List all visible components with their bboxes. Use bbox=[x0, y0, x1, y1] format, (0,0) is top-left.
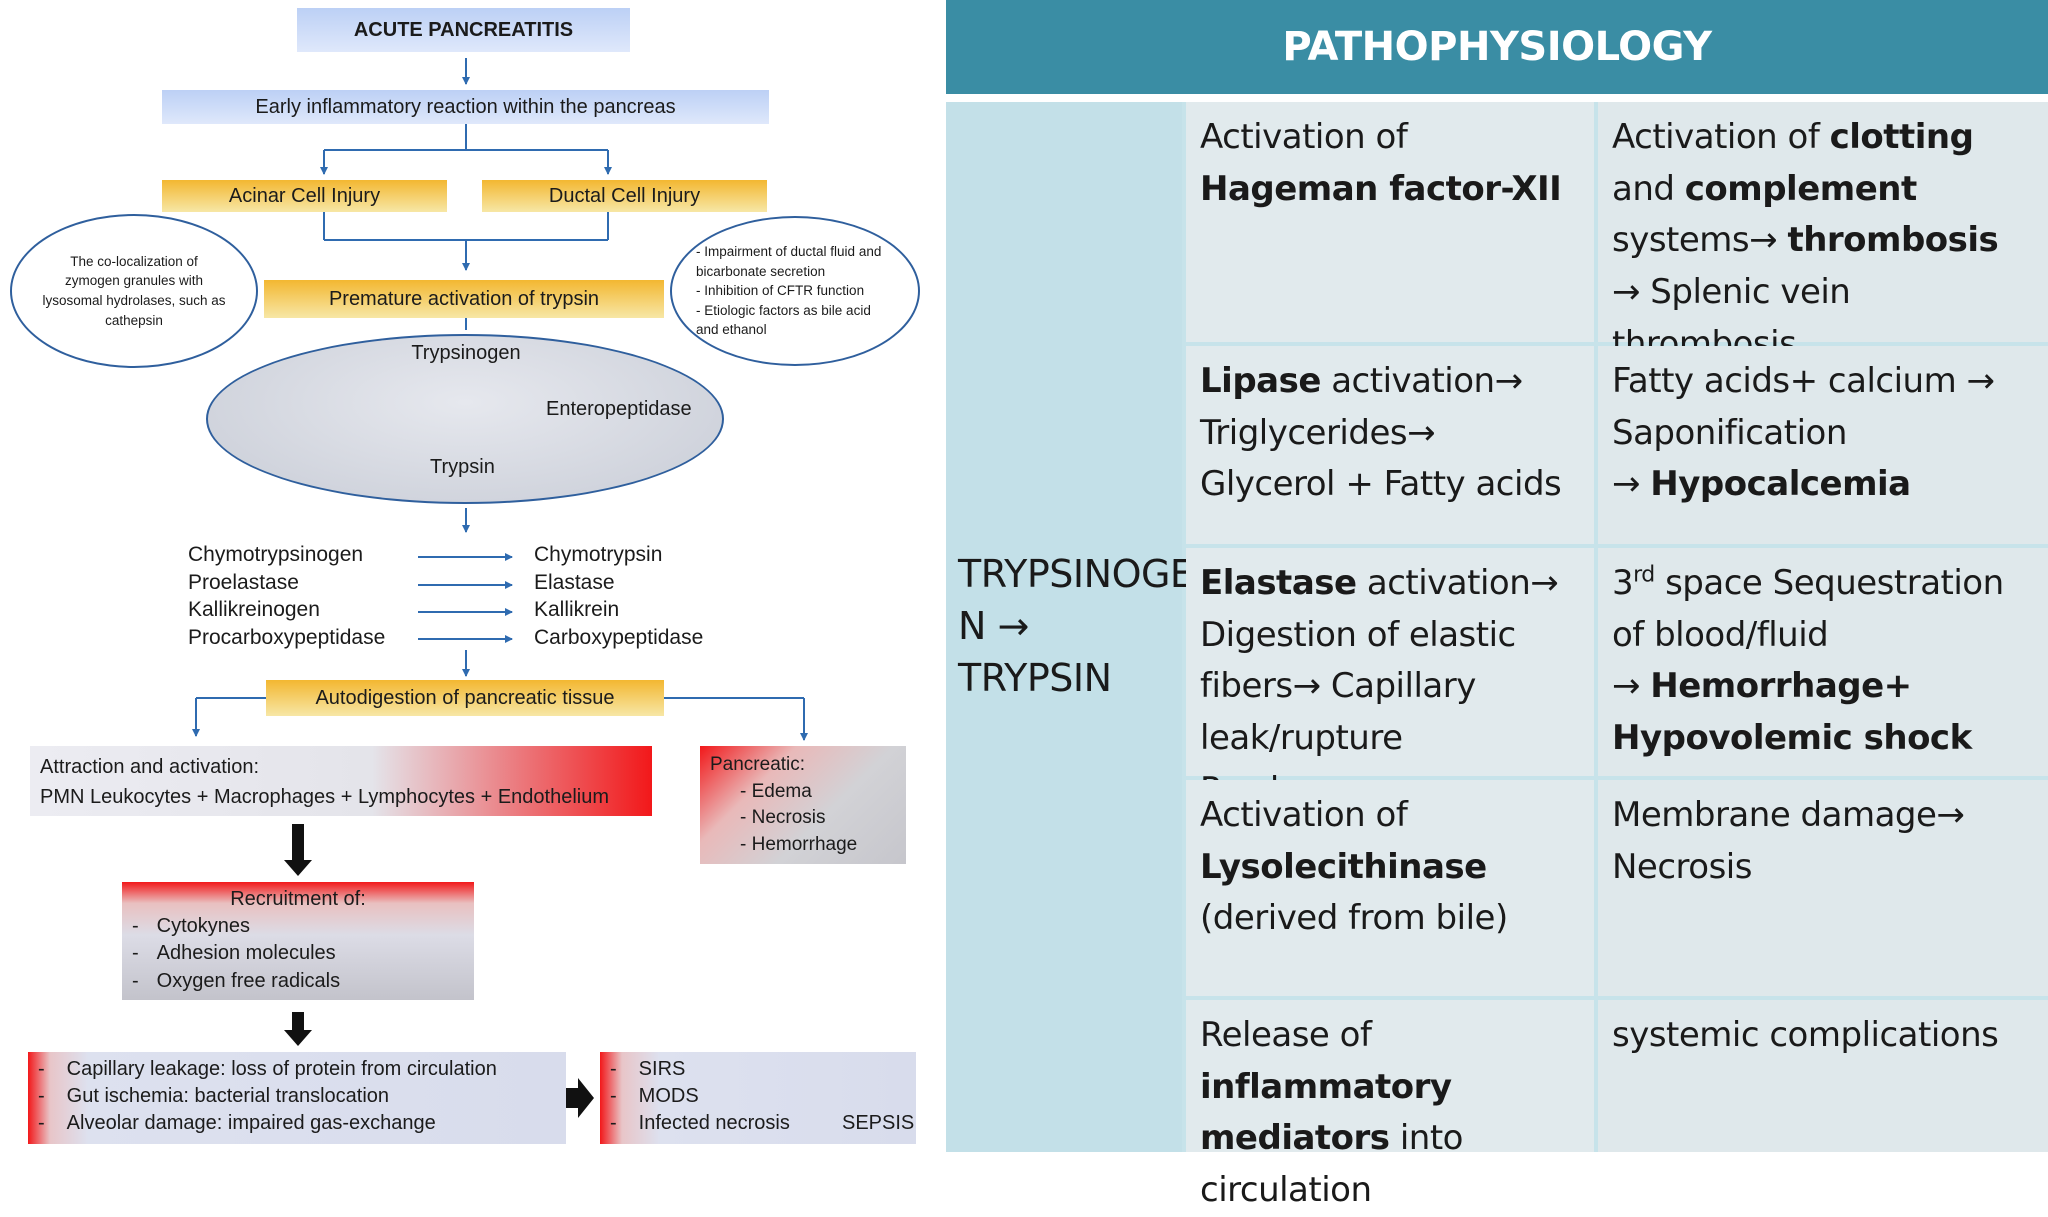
pancreatic-box: Pancreatic: Edema Necrosis Hemorrhage bbox=[700, 746, 906, 864]
slide: ACUTE PANCREATITIS Early inflammatory re… bbox=[0, 0, 2048, 1152]
pancreatic-title: Pancreatic: bbox=[710, 754, 806, 775]
mechanism-cell: Elastase activation→ Digestion of elasti… bbox=[1186, 548, 1594, 810]
cell-text-segment: systemic complications bbox=[1612, 1015, 1999, 1055]
systemic-item: SIRS bbox=[638, 1058, 686, 1080]
cell-text-segment: activation→ Digestion of elastic fibers→… bbox=[1200, 563, 1559, 810]
recruitment-item: Cytokynes bbox=[156, 915, 251, 938]
cell-text-segment: space Sequestration of blood/fluid→ bbox=[1612, 563, 2004, 707]
cell-text-segment: 3 bbox=[1612, 563, 1634, 603]
colocalization-oval: The co-localization of zymogen granules … bbox=[10, 214, 258, 368]
cell-text-segment: clotting bbox=[1829, 117, 1974, 157]
systemic-item: Infected necrosis bbox=[638, 1111, 790, 1134]
cell-text-segment: Lysolecithinase bbox=[1200, 846, 1487, 887]
recruitment-title: Recruitment of: bbox=[230, 888, 366, 910]
recruitment-box: Recruitment of: -Cytokynes -Adhesion mol… bbox=[122, 882, 474, 1000]
effect-cell: systemic complications bbox=[1598, 1000, 2048, 1152]
complication-item: Alveolar damage: impaired gas-exchange bbox=[66, 1111, 436, 1134]
recruitment-item: Adhesion molecules bbox=[156, 942, 336, 965]
acinar-cell-injury-box: Acinar Cell Injury bbox=[162, 180, 447, 212]
trypsin-activation-ellipse bbox=[206, 334, 724, 504]
colocalization-text: The co-localization of zymogen granules … bbox=[42, 253, 226, 328]
cell-text-segment: Hemorrhage+ Hypovolemic shock bbox=[1612, 666, 1972, 759]
table-header-text: PATHOPHYSIOLOGY bbox=[1282, 24, 1712, 70]
cell-text-segment: Hageman factor-XII bbox=[1200, 168, 1562, 209]
ductal-factors-oval: - Impairment of ductal fluid and bicarbo… bbox=[670, 216, 920, 366]
cell-text-segment: activation→ Triglycerides→ Glycerol + Fa… bbox=[1200, 361, 1562, 505]
sepsis-label: SEPSIS bbox=[842, 1112, 915, 1134]
effect-cell: Membrane damage→ Necrosis bbox=[1598, 780, 2048, 996]
trypsinogen-label-cell: TRYPSINOGE N → TRYPSIN bbox=[946, 102, 1194, 1152]
systemic-box: -SIRS -MODS -Infected necrosis bbox=[600, 1052, 916, 1144]
cell-text-segment: Release of bbox=[1200, 1015, 1372, 1055]
pancreatic-item: Necrosis bbox=[740, 805, 896, 832]
early-inflammatory-box: Early inflammatory reaction within the p… bbox=[162, 90, 769, 124]
trypsinogen-label: Trypsinogen bbox=[411, 342, 521, 364]
cell-text-segment: Lipase bbox=[1200, 361, 1321, 401]
pancreatic-item: Hemorrhage bbox=[740, 832, 896, 859]
recruitment-item: Oxygen free radicals bbox=[156, 969, 341, 992]
systemic-item: MODS bbox=[638, 1084, 699, 1107]
cell-text-segment: and bbox=[1612, 168, 1685, 209]
cell-text-segment: systems→ bbox=[1612, 220, 1788, 261]
proenzyme-list: Chymotrypsinogen Proelastase Kallikreino… bbox=[188, 541, 385, 652]
mechanism-cell: Lipase activation→ Triglycerides→ Glycer… bbox=[1186, 346, 1594, 544]
ductal-factor-3: - Etiologic factors as bile acid and eth… bbox=[696, 302, 871, 338]
mechanism-cell: Activation of Lysolecithinase (derived f… bbox=[1186, 780, 1594, 996]
cell-text-segment: Hypocalcemia bbox=[1650, 464, 1911, 505]
effect-cell: Activation of clotting and complement sy… bbox=[1598, 102, 2048, 364]
enteropeptidase-label: Enteropeptidase bbox=[546, 398, 692, 420]
enzyme-item: Kallikrein bbox=[534, 598, 620, 622]
cell-text-segment: Activation of bbox=[1612, 117, 1830, 157]
cell-text-segment: Membrane damage→ Necrosis bbox=[1612, 795, 1965, 887]
cell-text-segment: Elastase bbox=[1200, 563, 1357, 603]
trypsin-label: Trypsin bbox=[430, 456, 495, 478]
trypsinogen-label-line-1: TRYPSINOGE bbox=[958, 552, 1194, 597]
proenzyme-item: Proelastase bbox=[188, 570, 299, 594]
cell-text-segment: rd bbox=[1633, 562, 1655, 588]
complication-item: Capillary leakage: loss of protein from … bbox=[66, 1058, 497, 1080]
trypsinogen-label-line-2: N → TRYPSIN bbox=[958, 604, 1112, 700]
black-arrows bbox=[284, 824, 594, 1118]
title-box: ACUTE PANCREATITIS bbox=[297, 8, 630, 52]
cell-text-segment: (derived from bile) bbox=[1200, 898, 1508, 939]
mechanism-cell: Activation of Hageman factor-XII bbox=[1186, 102, 1594, 342]
complication-item: Gut ischemia: bacterial translocation bbox=[66, 1084, 390, 1107]
pathophysiology-table: PATHOPHYSIOLOGY TRYPSINOGE N → TRYPSIN A… bbox=[946, 0, 2048, 1210]
cell-text-segment: complement bbox=[1684, 168, 1917, 209]
attraction-box: Attraction and activation: PMN Leukocyte… bbox=[30, 746, 652, 816]
ductal-cell-injury-box: Ductal Cell Injury bbox=[482, 180, 767, 212]
enzyme-item: Chymotrypsin bbox=[534, 543, 663, 566]
autodigestion-box: Autodigestion of pancreatic tissue bbox=[266, 680, 664, 716]
cell-text-segment: thrombosis bbox=[1787, 220, 1999, 261]
mechanism-cell: Release of inflammatory mediators into c… bbox=[1186, 1000, 1594, 1210]
proenzyme-item: Chymotrypsinogen bbox=[188, 543, 364, 566]
attraction-title: Attraction and activation: bbox=[40, 756, 260, 778]
proenzyme-item: Kallikreinogen bbox=[188, 598, 320, 622]
cell-text-segment: Activation of bbox=[1200, 117, 1408, 157]
enzyme-item: Elastase bbox=[534, 570, 615, 594]
effect-cell: Fatty acids+ calcium → Saponification→ H… bbox=[1598, 346, 2048, 544]
table-header: PATHOPHYSIOLOGY bbox=[946, 0, 2048, 94]
attraction-body: PMN Leukocytes + Macrophages + Lymphocyt… bbox=[40, 786, 610, 808]
header-divider bbox=[946, 94, 2048, 102]
cell-text-segment: Activation of bbox=[1200, 795, 1408, 835]
cell-text-segment: Fatty acids+ calcium → Saponification→ bbox=[1612, 361, 1995, 505]
ductal-factor-2: - Inhibition of CFTR function bbox=[696, 283, 865, 299]
enzyme-list: Chymotrypsin Elastase Kallikrein Carboxy… bbox=[534, 541, 703, 652]
pancreatic-item: Edema bbox=[740, 779, 896, 806]
effect-cell: 3rd space Sequestration of blood/fluid→ … bbox=[1598, 548, 2048, 776]
complications-box: -Capillary leakage: loss of protein from… bbox=[28, 1052, 566, 1144]
proenzyme-item: Procarboxypeptidase bbox=[188, 626, 386, 650]
premature-activation-box: Premature activation of trypsin bbox=[264, 280, 664, 318]
enzyme-item: Carboxypeptidase bbox=[534, 626, 704, 650]
ductal-factor-1: - Impairment of ductal fluid and bicarbo… bbox=[696, 244, 882, 279]
